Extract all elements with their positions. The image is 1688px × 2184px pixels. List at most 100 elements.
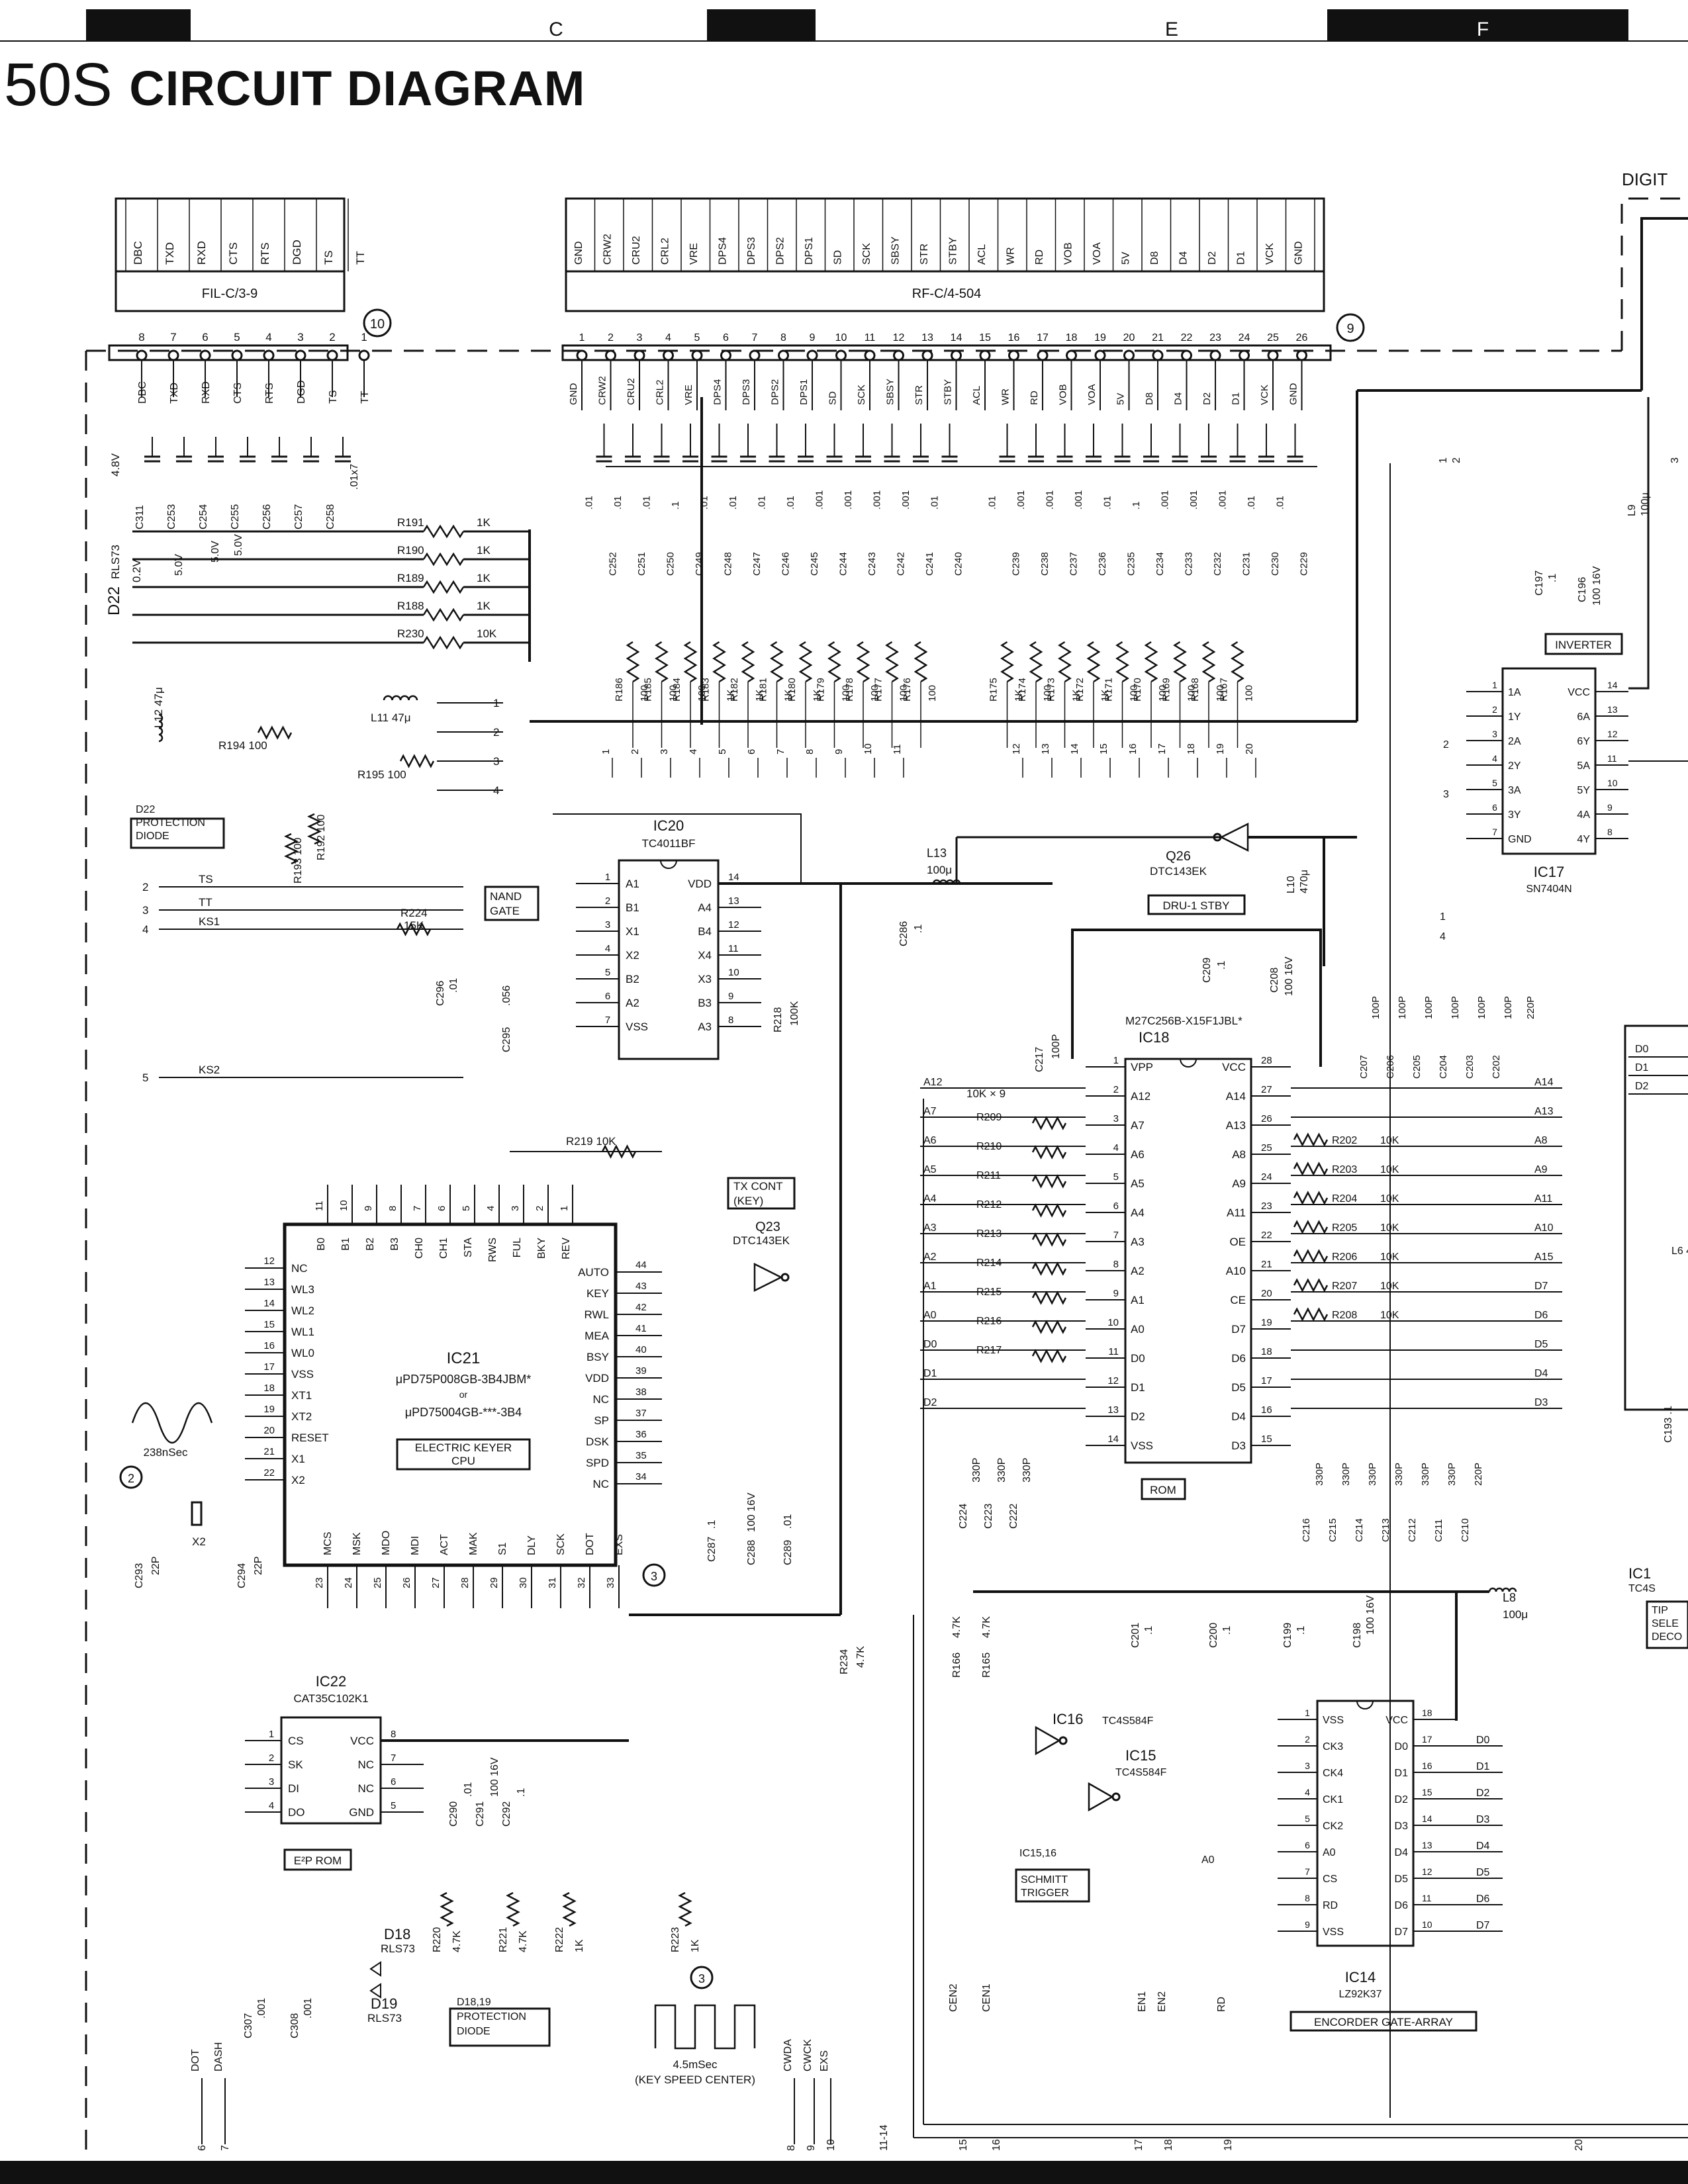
cap-label: C193 .1 (1663, 1406, 1674, 1443)
inductor-label: L12 47μ (152, 687, 165, 728)
diode-part: RLS73 (367, 2012, 402, 2025)
tap-number: 18 (1186, 743, 1197, 754)
connector9-pin (864, 349, 876, 361)
ic21-pin-name: RESET (291, 1432, 329, 1444)
connector9-net-label: SCK (856, 385, 867, 405)
connector9-net-label: CRL2 (655, 380, 666, 405)
resistor-R211 (1031, 1174, 1067, 1189)
res-value: 100 (1215, 685, 1226, 702)
ic17-pin-number: 13 (1607, 704, 1618, 715)
ic14-pin-name: D4 (1395, 1847, 1409, 1858)
ic20-pin-name: A4 (698, 901, 712, 914)
res-ref: R214 (976, 1257, 1002, 1269)
bus-label: D3 (1476, 1814, 1490, 1825)
bus-label: A15 (1534, 1251, 1554, 1263)
cap-value: .01 (1246, 496, 1257, 510)
ic16-part: TC4S584F (1102, 1715, 1154, 1727)
res-label: R194 100 (218, 739, 267, 752)
connector10-net-label: TXD (169, 383, 180, 404)
port-number: 2 (142, 881, 148, 893)
connector9-pin-number: 15 (979, 332, 991, 343)
cap-value: .001 (814, 490, 825, 510)
grid-letter: B (238, 19, 252, 40)
ic18-pin-name: A2 (1131, 1265, 1145, 1277)
connector10-pin-number: 4 (265, 331, 271, 343)
ic18-pin-name: A8 (1232, 1148, 1246, 1161)
res-label: R219 10K (566, 1135, 616, 1148)
cap-value: .001 (843, 490, 854, 510)
ic14-pin-name: D5 (1395, 1874, 1409, 1885)
cap-ref: C215 (1327, 1518, 1338, 1542)
ic21-pin-name: WL0 (291, 1347, 314, 1359)
resistor-R219 (601, 1144, 637, 1159)
ic21-pin-name: S1 (497, 1542, 508, 1555)
res-value: 100K (789, 1001, 800, 1026)
connector10-pin (231, 349, 243, 361)
connector9-pin-number: 7 (752, 332, 758, 343)
inductor-ref: L8 (1503, 1591, 1516, 1604)
res-value: 1K (754, 690, 765, 702)
q26-ref: Q26 (1166, 849, 1191, 864)
res-R176 (914, 641, 928, 683)
ic21-pin-name: MDI (410, 1536, 421, 1555)
ic21-pin-name: RWS (487, 1238, 498, 1262)
res-value: 100 (696, 685, 708, 702)
ic18-pin-name: D5 (1231, 1381, 1246, 1394)
ic18-pin-number: 23 (1261, 1201, 1272, 1212)
res-ref: R222 (554, 1927, 565, 1952)
ic20-pin-number: 7 (605, 1015, 610, 1026)
ic21-pin-number: 10 (338, 1200, 350, 1211)
ic21-pin-number: 37 (635, 1408, 647, 1419)
bottom-port-number: 18 (1163, 2139, 1174, 2151)
connector10-net-label: DBC (137, 381, 148, 404)
res-R173 (1058, 641, 1072, 683)
cap-value: 330P (1393, 1463, 1405, 1486)
ic21-pin-name: AUTO (578, 1266, 609, 1279)
resistor-R217 (1031, 1349, 1067, 1363)
connector9-pin (1008, 349, 1019, 361)
ic22-pin-name: DI (288, 1782, 299, 1795)
connector9-net-label: ACL (971, 386, 982, 405)
connector9-pin-number: 26 (1296, 332, 1308, 343)
res-ref: R210 (976, 1141, 1002, 1152)
ic22-pin-number: 7 (391, 1752, 396, 1764)
cap-ref: C294 (236, 1563, 248, 1588)
ic21-pin-name: XT1 (291, 1389, 312, 1402)
cap-value: .001 (1188, 490, 1199, 510)
cap-ref: C207 (1358, 1055, 1370, 1079)
resistor-R192 (307, 813, 322, 845)
tip-label: TIP (1652, 1605, 1668, 1616)
inductor-value: 100μ (927, 864, 952, 876)
ic17-part: SN7404N (1526, 884, 1571, 895)
connector10-pin-name: TXD (164, 242, 176, 265)
tap-number: 7 (775, 749, 786, 754)
connector9-pin-name: STBY (948, 237, 959, 265)
bus-label: D1 (923, 1368, 937, 1379)
ic21-pin-number: 9 (363, 1206, 374, 1211)
ic20-pin-name: VSS (626, 1021, 648, 1033)
inverter-label: INVERTER (1555, 639, 1612, 651)
cap-value: .001 (1217, 490, 1229, 510)
ic18-pin-number: 13 (1107, 1404, 1119, 1416)
ic22-pin-number: 8 (391, 1729, 396, 1740)
res-value: 100 (668, 685, 679, 702)
cap-ref: C291 (475, 1801, 486, 1827)
res-ref: R218 (773, 1007, 784, 1032)
ic18-pin-number: 27 (1261, 1084, 1272, 1095)
bus-label: A14 (1534, 1077, 1554, 1088)
cap-value: 330P (1420, 1463, 1431, 1486)
signal-label: EN2 (1156, 1991, 1168, 2012)
ic14-pin-number: 16 (1422, 1760, 1432, 1771)
connector9-pin-name: STR (919, 244, 930, 265)
bus-label: D5 (1534, 1339, 1548, 1350)
connector9-pin-name: CRW2 (602, 234, 614, 265)
ic21-pin-name: WL1 (291, 1326, 314, 1338)
bus-label: D6 (1476, 1893, 1490, 1905)
cap-ref: C204 (1438, 1055, 1449, 1079)
inductor-L12 (158, 713, 164, 743)
ic20-pin-name: X4 (698, 949, 712, 962)
ic20-pin-number: 9 (728, 991, 733, 1002)
res-value: 1K (1100, 690, 1111, 702)
res-ref: R202 (1332, 1135, 1357, 1146)
voltage-label: 5.0V (210, 541, 221, 563)
